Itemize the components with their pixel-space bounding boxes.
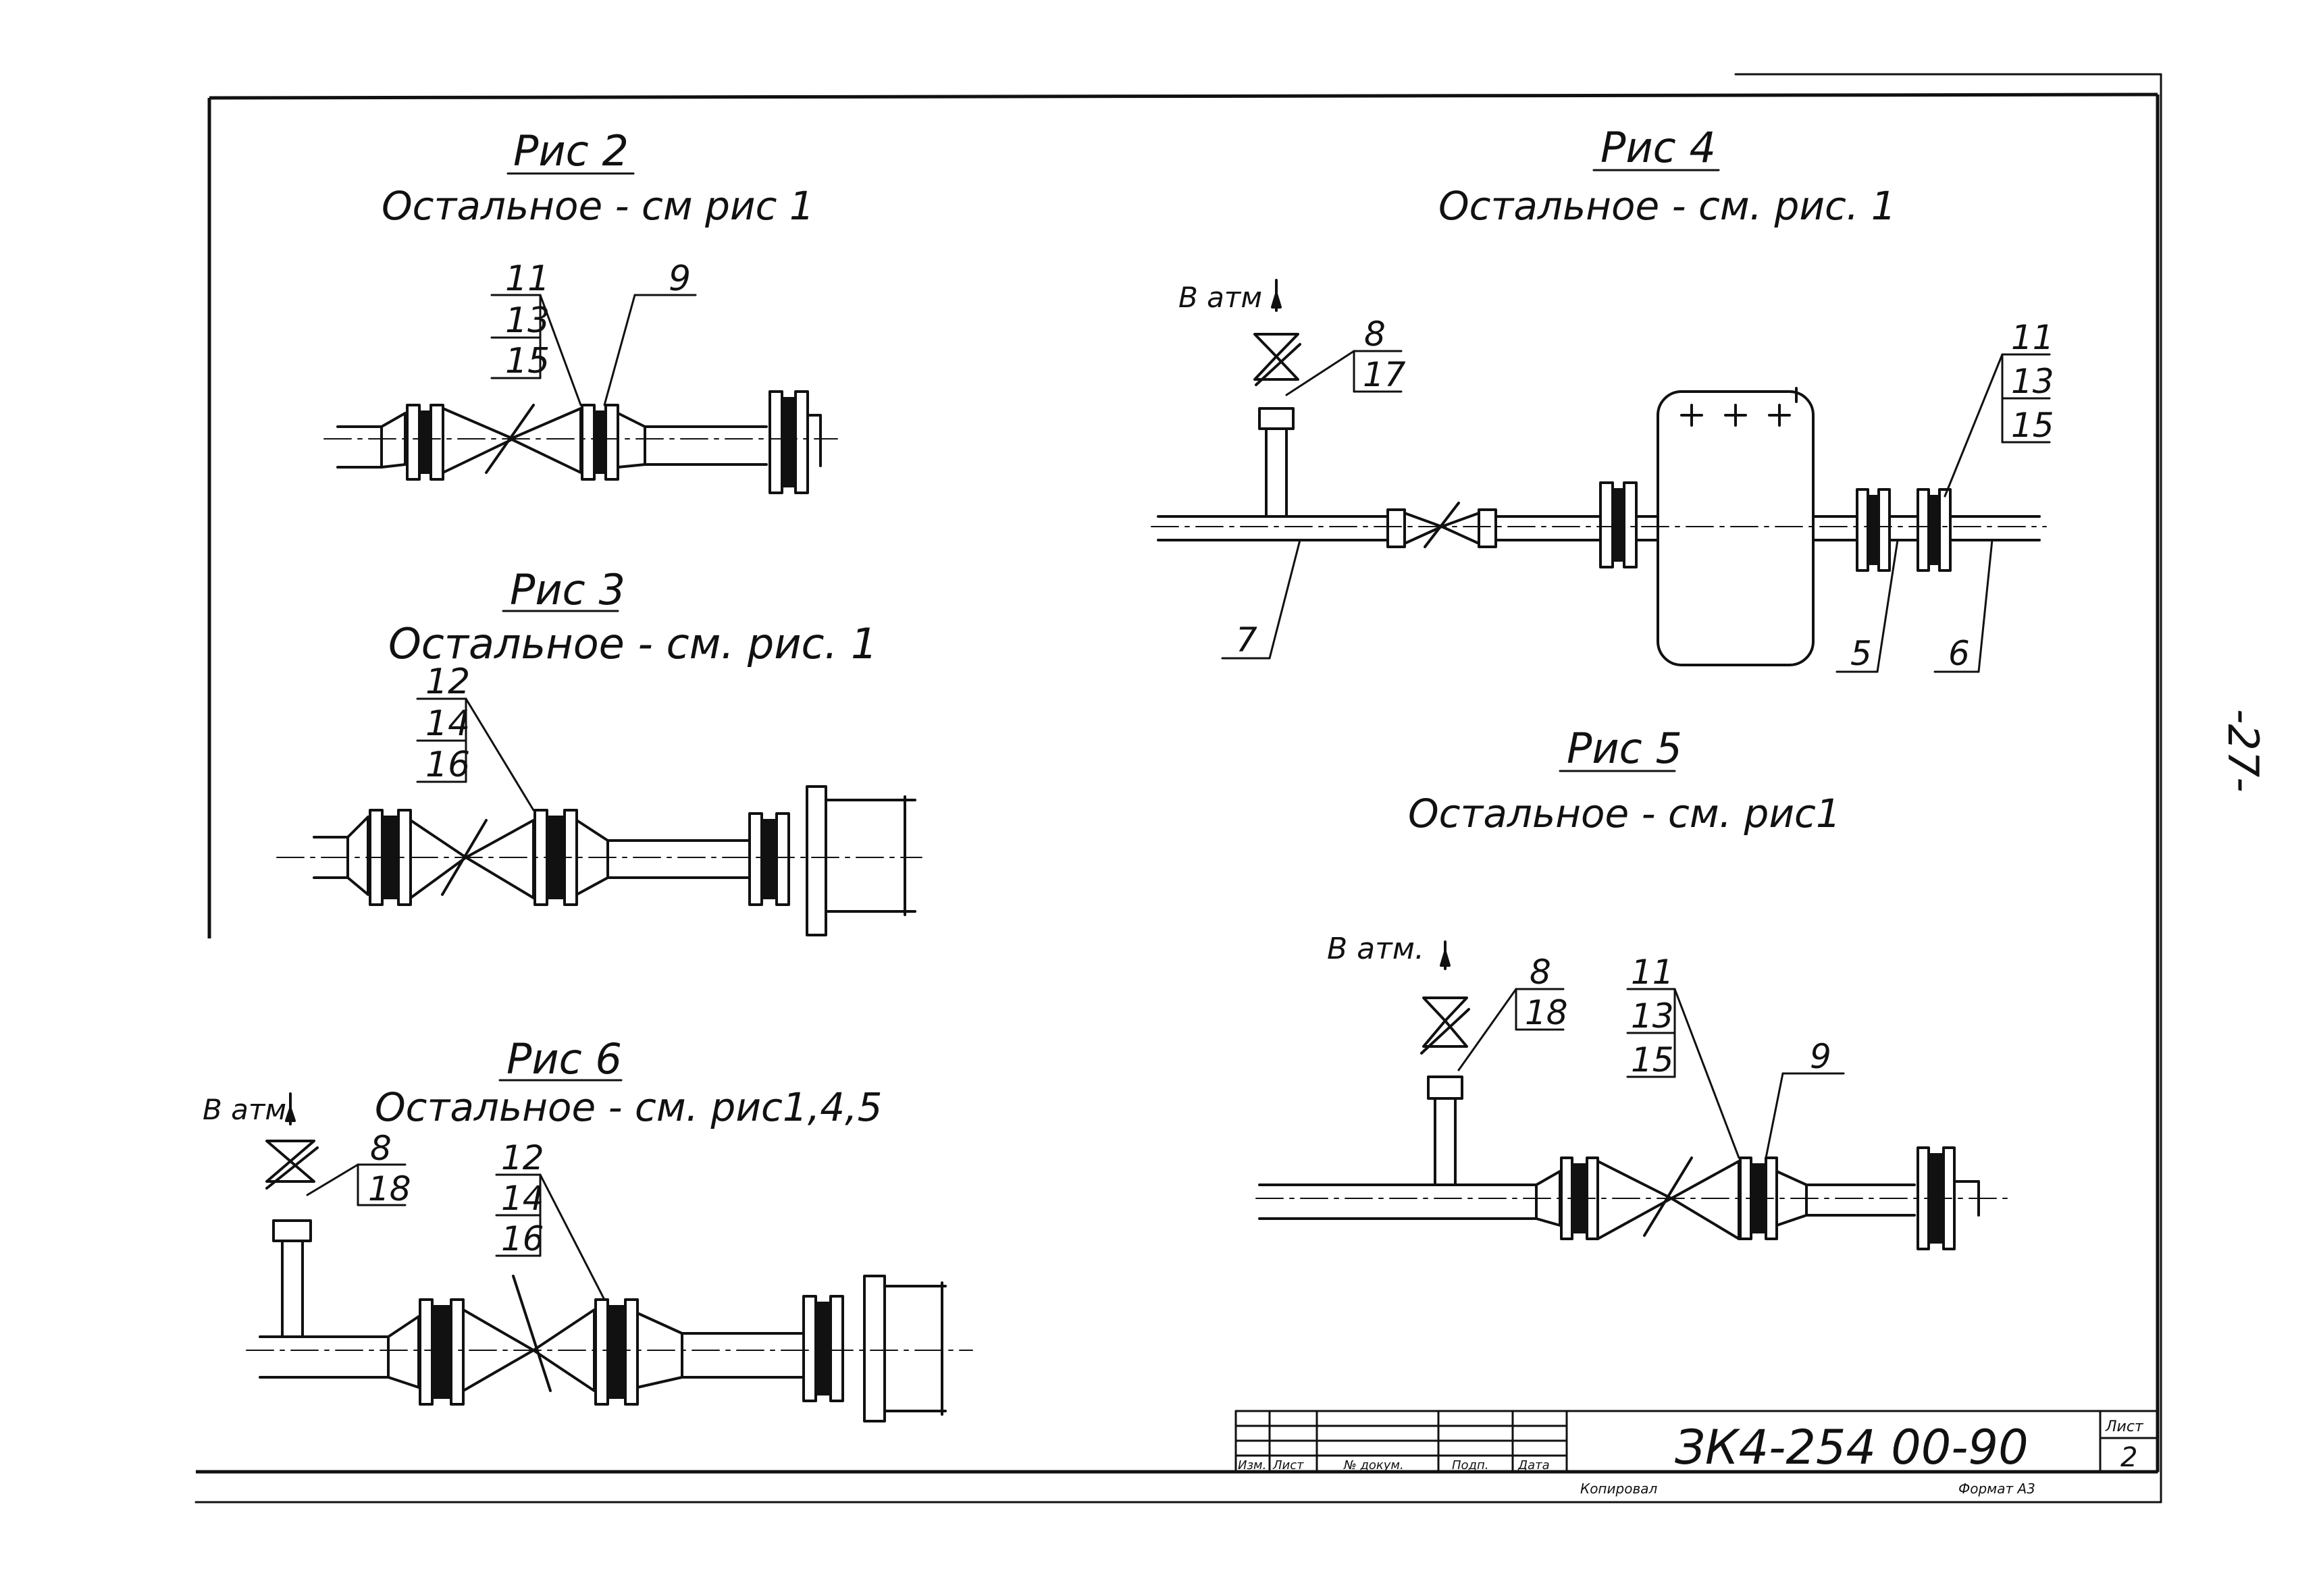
- figure-6: Рис 6 Остальное - см. рис1,4,5 В атм.: [203, 1034, 973, 1422]
- format-label: Формат А3: [1958, 1481, 2035, 1497]
- figure-6-callout-12: 12: [501, 1138, 544, 1177]
- figure-5-vent-label: В атм.: [1327, 932, 1424, 966]
- title-block: Изм. Лист № докум. Подп. Дата ЗК4-254 00…: [1234, 1410, 2159, 1497]
- figure-3-callouts: [416, 697, 535, 812]
- figure-3-pipeline: [276, 785, 922, 936]
- figure-5-callout-18: 18: [1525, 993, 1568, 1032]
- figure-2-callout-15: 15: [505, 341, 550, 381]
- sheet-label: Лист: [2105, 1418, 2144, 1435]
- figure-5-callout-15: 15: [1631, 1040, 1674, 1080]
- figure-4-callout-8: 8: [1364, 315, 1386, 354]
- figure-4-vent-label: В атм: [1178, 281, 1262, 314]
- figure-4-callout-17: 17: [1363, 355, 1406, 394]
- figure-2-callouts: [490, 294, 697, 406]
- figure-3-callout-12: 12: [425, 662, 470, 702]
- title-block-header-izm: Изм.: [1238, 1458, 1266, 1472]
- figure-5-title: Рис 5: [1567, 724, 1682, 773]
- figure-2-callout-13: 13: [505, 300, 550, 341]
- figure-3-callout-16: 16: [425, 745, 470, 785]
- figure-5-pipeline: [1255, 940, 2013, 1250]
- sheet-number: 2: [2120, 1442, 2137, 1473]
- figure-4-callout-6: 6: [1948, 634, 1970, 673]
- figure-6-note: Остальное - см. рис1,4,5: [375, 1084, 883, 1130]
- title-block-header-sign: Подп.: [1452, 1458, 1488, 1472]
- figure-6-vent-label: В атм.: [203, 1093, 295, 1126]
- figure-2: Рис 2 Остальное - см рис 1 11 13: [323, 126, 838, 494]
- figure-4-callouts: [1221, 350, 2051, 673]
- page-number: -27-: [2218, 709, 2268, 793]
- figure-2-title: Рис 2: [513, 126, 629, 176]
- figure-5: Рис 5 Остальное - см. рис1 В атм.: [1255, 724, 2013, 1250]
- figure-3-note: Остальное - см. рис. 1: [388, 619, 877, 668]
- figure-3: Рис 3 Остальное - см. рис. 1 12: [276, 565, 922, 936]
- figure-4-callout-7: 7: [1236, 620, 1257, 660]
- figure-4-pipeline: [1151, 279, 2047, 666]
- title-block-header-date: Дата: [1517, 1458, 1550, 1472]
- figure-4-title: Рис 4: [1600, 123, 1716, 172]
- figure-5-note: Остальное - см. рис1: [1408, 791, 1841, 836]
- figure-5-callout-13: 13: [1631, 996, 1674, 1036]
- figure-4-note: Остальное - см. рис. 1: [1438, 183, 1896, 229]
- figure-6-callouts: [306, 1163, 606, 1301]
- figure-5-callout-9: 9: [1810, 1037, 1831, 1076]
- figure-2-pipeline: [323, 390, 838, 494]
- figure-4-callout-5: 5: [1850, 634, 1872, 673]
- figure-5-callout-11: 11: [1631, 953, 1674, 992]
- title-block-header-doc: № докум.: [1343, 1458, 1404, 1472]
- figure-5-callouts: [1457, 988, 1845, 1159]
- copied-label: Копировал: [1580, 1481, 1657, 1497]
- title-block-header-list: Лист: [1272, 1458, 1304, 1472]
- figure-4: Рис 4 Остальное - см. рис. 1 В атм: [1151, 123, 2054, 673]
- figure-2-callout-11: 11: [505, 259, 550, 299]
- figure-6-title: Рис 6: [506, 1034, 622, 1084]
- figure-2-note: Остальное - см рис 1: [382, 183, 814, 229]
- figure-4-callout-15: 15: [2011, 406, 2054, 445]
- figure-6-callout-14: 14: [501, 1179, 544, 1218]
- figure-2-callout-9: 9: [669, 259, 691, 299]
- figure-3-title: Рис 3: [510, 565, 625, 614]
- designation: ЗК4-254 00-90: [1675, 1420, 2029, 1475]
- figure-6-pipeline: [246, 1092, 973, 1422]
- figure-4-motor-marks: [1680, 404, 1791, 427]
- figure-6-callout-18: 18: [368, 1169, 411, 1208]
- figure-5-callout-8: 8: [1530, 953, 1551, 992]
- figure-4-callout-13: 13: [2011, 362, 2054, 401]
- figure-6-callout-8: 8: [370, 1129, 392, 1168]
- figure-6-callout-16: 16: [501, 1219, 544, 1258]
- figure-3-callout-14: 14: [425, 703, 470, 744]
- figure-4-callout-11: 11: [2011, 318, 2054, 357]
